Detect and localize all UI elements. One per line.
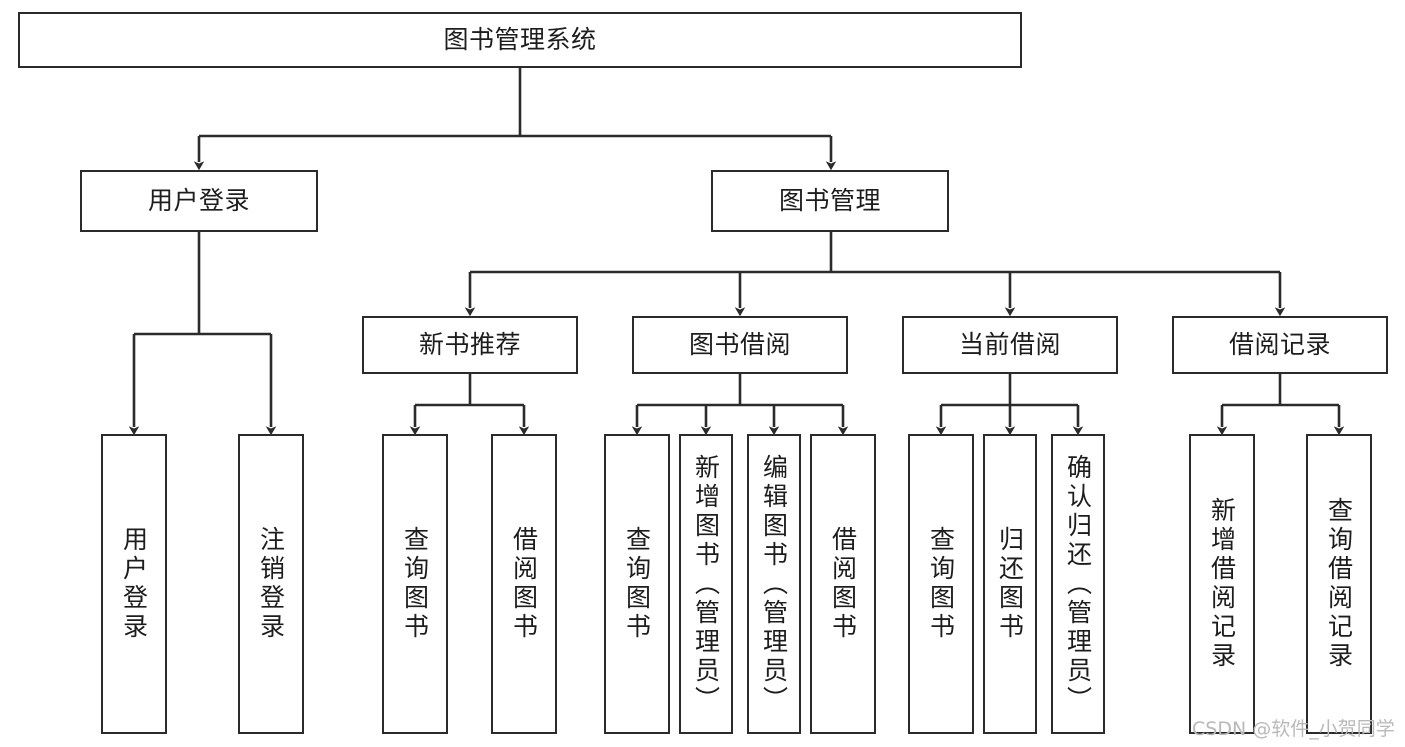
node-book-manage[interactable]: 图书管理: [711, 170, 949, 232]
node-root-system[interactable]: 图书管理系统: [18, 12, 1022, 68]
node-user-login[interactable]: 用户登录: [80, 170, 318, 232]
node-label: 注销登录: [256, 526, 286, 642]
node-label: 归还图书: [995, 526, 1025, 642]
leaf-user-login[interactable]: 用户登录: [101, 434, 167, 734]
node-label: 当前借阅: [958, 330, 1061, 360]
leaf-query-borrow-record[interactable]: 查询借阅记录: [1306, 434, 1372, 734]
leaf-confirm-return-admin[interactable]: 确认归还（管理员）: [1051, 434, 1105, 734]
leaf-query-book-newbook[interactable]: 查询图书: [382, 434, 448, 734]
node-label: 新书推荐: [418, 330, 521, 360]
node-label: 查询借阅记录: [1324, 497, 1354, 671]
leaf-user-logout[interactable]: 注销登录: [238, 434, 304, 734]
node-borrow-record[interactable]: 借阅记录: [1172, 316, 1388, 374]
node-label: 用户登录: [119, 526, 149, 642]
leaf-query-book-current[interactable]: 查询图书: [908, 434, 974, 734]
node-label: 图书借阅: [688, 330, 791, 360]
node-current-borrow[interactable]: 当前借阅: [902, 316, 1118, 374]
leaf-query-book-borrow[interactable]: 查询图书: [604, 434, 670, 734]
node-label: 借阅记录: [1228, 330, 1331, 360]
node-label: 查询图书: [622, 526, 652, 642]
node-new-book-recommend[interactable]: 新书推荐: [362, 316, 578, 374]
node-label: 查询图书: [400, 526, 430, 642]
node-label: 借阅图书: [509, 526, 539, 642]
node-label: 用户登录: [147, 186, 250, 216]
leaf-add-borrow-record[interactable]: 新增借阅记录: [1189, 434, 1255, 734]
node-label: 编辑图书（管理员）: [759, 453, 789, 715]
leaf-add-book-admin[interactable]: 新增图书（管理员）: [679, 434, 733, 734]
node-label: 图书管理系统: [443, 25, 597, 55]
node-label: 确认归还（管理员）: [1063, 453, 1093, 715]
leaf-edit-book-admin[interactable]: 编辑图书（管理员）: [747, 434, 801, 734]
node-label: 借阅图书: [828, 526, 858, 642]
node-label: 新增借阅记录: [1207, 497, 1237, 671]
leaf-borrow-book-borrow[interactable]: 借阅图书: [810, 434, 876, 734]
csdn-watermark: CSDN @软件_小贺同学: [1192, 718, 1395, 740]
leaf-return-book[interactable]: 归还图书: [983, 434, 1037, 734]
leaf-borrow-book-newbook[interactable]: 借阅图书: [491, 434, 557, 734]
node-label: 查询图书: [926, 526, 956, 642]
node-label: 图书管理: [778, 186, 881, 216]
node-book-borrow[interactable]: 图书借阅: [632, 316, 848, 374]
node-label: 新增图书（管理员）: [691, 453, 721, 715]
